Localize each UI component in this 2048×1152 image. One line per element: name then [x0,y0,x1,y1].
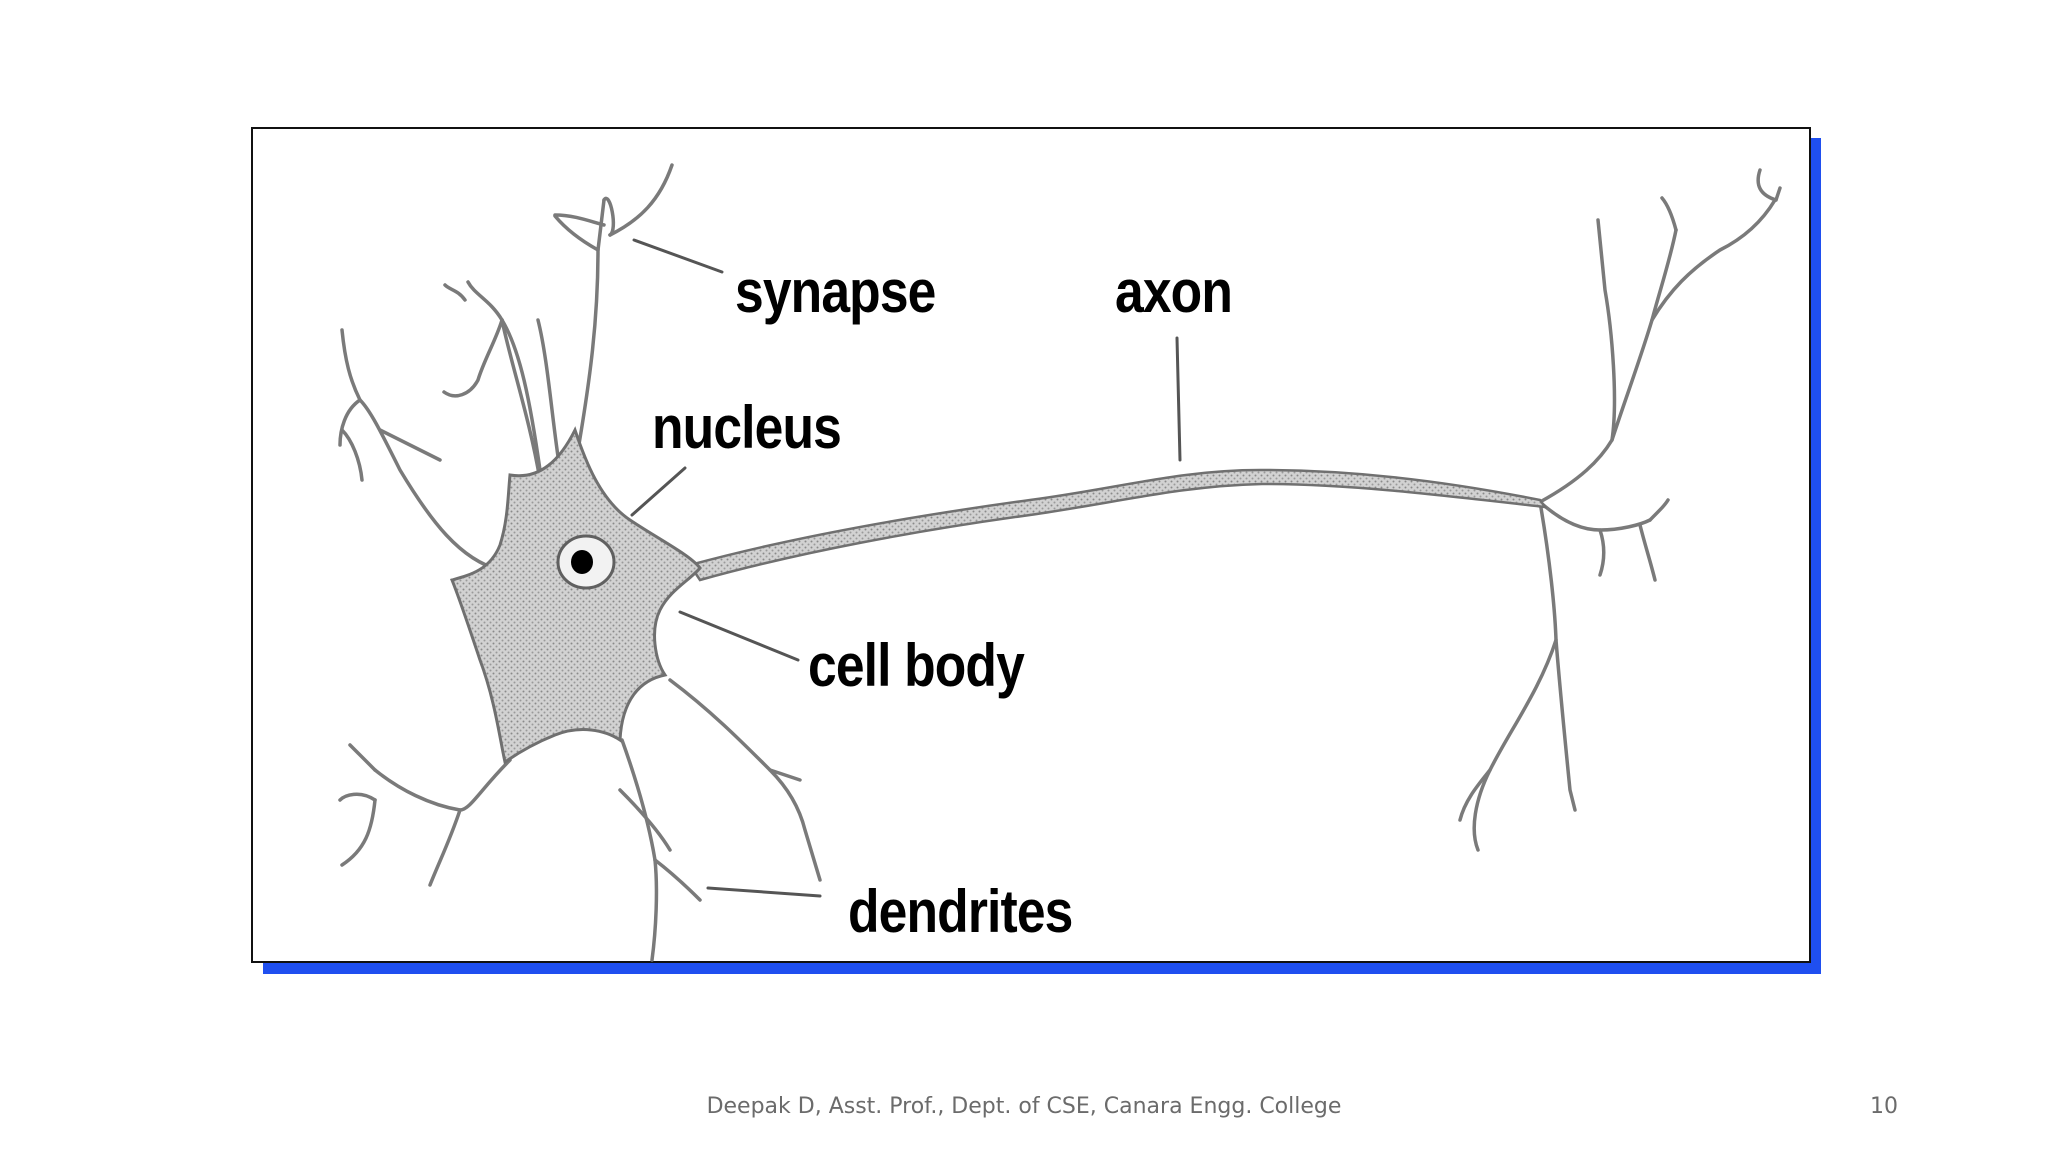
dendrite-upper-left-4 [443,283,467,302]
label-dendrites: dendrites [848,878,1073,945]
terminal-branch-up-5 [1660,196,1678,232]
terminal-branch-mid-1 [1538,500,1652,532]
dendrite-far-left-branch-a [338,398,362,447]
dendrite-upper-left-6 [536,318,562,472]
dendrite-far-left-branch-b [340,328,362,402]
nucleus [556,534,616,590]
dendrite-bottom-4 [768,768,822,882]
dendrite-lower-left-4 [340,798,377,867]
axon-leader [1175,336,1182,462]
cell-body [449,426,702,765]
cell-body-leader [678,610,800,662]
dendrite-upper-left-1 [500,318,542,482]
dendrite-top-branch-b [608,163,674,237]
synapse-leader [632,238,724,274]
nucleus-leader [630,466,687,517]
dendrite-bottom-2 [653,858,702,902]
axon-terminal [1458,168,1782,852]
terminal-branch-up-6 [1774,186,1782,202]
label-cell-body: cell body [808,632,1025,699]
footer-credit: Deepak D, Asst. Prof., Dept. of CSE, Can… [706,1094,1342,1119]
dendrite-lower-left-5 [428,808,462,887]
dendrite-bottom-5 [618,788,672,852]
page-number: 10 [1870,1094,1898,1119]
terminal-branch-down-2 [1472,638,1558,852]
terminal-branch-down-1 [1538,500,1577,812]
leader-lines [630,238,1182,898]
label-nucleus: nucleus [652,394,842,461]
dendrites-leader [706,886,822,898]
dendrite-lower-left-3 [338,792,377,802]
terminal-branch-up-2 [1610,228,1678,442]
dendrite-far-left-branch-c [378,428,442,462]
terminal-branch-mid-4 [1648,498,1670,522]
label-synapse: synapse [735,258,936,325]
dendrite-lower-left-2 [348,743,377,772]
dendrites [338,163,822,962]
terminal-branch-up-3 [1650,198,1777,322]
terminal-branch-mid-2 [1598,528,1606,577]
terminal-branch-down-3 [1458,768,1492,822]
label-axon: axon [1115,258,1233,325]
dendrite-upper-left-3 [442,318,504,398]
dendrite-upper-left-5 [500,318,542,472]
terminal-branch-mid-3 [1638,523,1657,582]
dendrite-far-left-branch-d [340,428,364,482]
dendrite-bottom-3 [668,678,802,782]
dendrite-top [576,198,606,452]
axon-shaft [687,468,1548,582]
dendrite-bottom-1 [620,738,659,962]
dendrite-far-left [358,398,502,572]
dendrite-top-branch-c [553,214,600,252]
terminal-branch-up-4 [1756,168,1778,202]
terminal-branch-up-1 [1538,218,1617,504]
dendrite-upper-left-2 [466,280,504,322]
dendrite-lower-left-1 [373,758,512,812]
